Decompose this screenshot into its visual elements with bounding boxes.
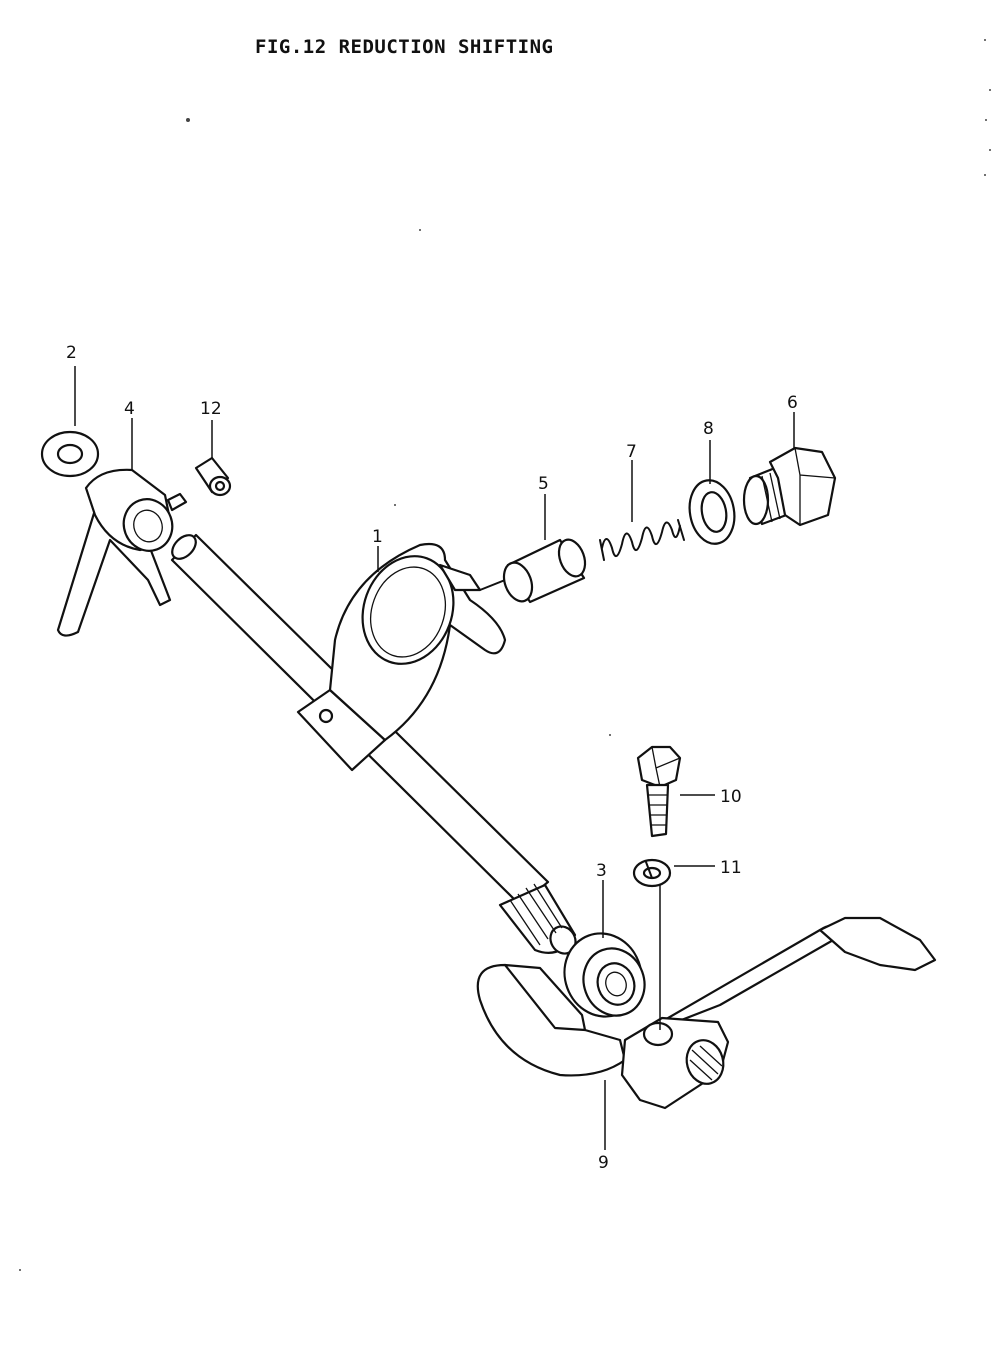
scan-specks [19, 39, 991, 1271]
callout-9: 9 [598, 1153, 609, 1173]
callout-5: 5 [538, 474, 549, 494]
part-5-plunger [502, 538, 587, 604]
part-4-shift-fork-small [56, 468, 188, 637]
callout-labels: 2 4 12 1 5 7 8 6 10 11 3 9 [66, 343, 798, 1173]
part-1-shift-fork-large [170, 533, 577, 955]
callout-10: 10 [720, 787, 742, 807]
callout-7: 7 [626, 442, 637, 462]
callout-8: 8 [703, 419, 714, 439]
part-7-spring [599, 519, 685, 561]
callout-1: 1 [372, 527, 383, 547]
figure-title: FIG.12 REDUCTION SHIFTING [255, 36, 554, 58]
part-3-oil-seal [563, 932, 646, 1018]
part-11-lock-washer [632, 858, 672, 888]
part-8-gasket [688, 479, 736, 545]
callout-2: 2 [66, 343, 77, 363]
callout-6: 6 [787, 393, 798, 413]
part-6-plug-bolt [742, 446, 837, 527]
part-12-bushing [194, 456, 232, 497]
callout-3: 3 [596, 861, 607, 881]
callout-4: 4 [124, 399, 135, 419]
callout-12: 12 [200, 399, 222, 419]
leader-lines [74, 366, 795, 1150]
part-9-shift-lever [476, 916, 937, 1110]
callout-11: 11 [720, 858, 742, 878]
part-10-bolt [636, 745, 682, 838]
part-2-washer [40, 430, 100, 478]
